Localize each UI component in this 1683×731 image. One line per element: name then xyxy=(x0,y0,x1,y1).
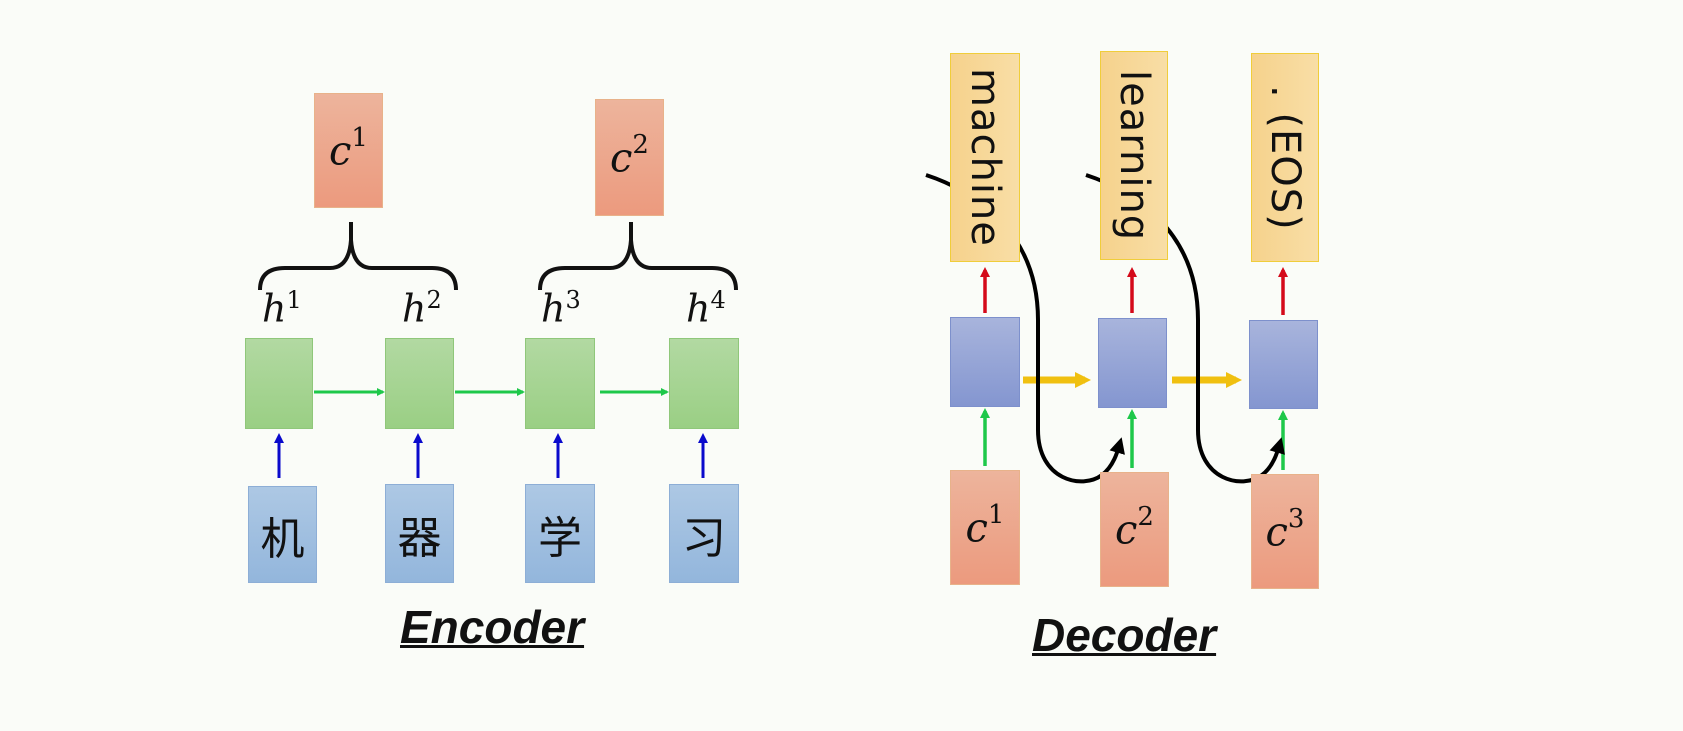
decoder-context-c2: c2 xyxy=(1100,472,1169,587)
encoder-hidden-3 xyxy=(525,338,595,429)
input-token: 习 xyxy=(682,512,726,564)
context-label: c1 xyxy=(965,499,1005,552)
encoder-caption: Encoder xyxy=(400,601,585,653)
decoder-context-c1: c1 xyxy=(950,470,1020,585)
context-label: c3 xyxy=(1265,503,1305,556)
decoder-state-1 xyxy=(950,317,1020,407)
hidden-label-h2: h2 xyxy=(402,286,442,331)
input-token: 学 xyxy=(538,512,582,564)
input-token: 机 xyxy=(260,513,305,565)
decoder-state-3 xyxy=(1249,320,1318,409)
output-token: . (EOS) xyxy=(1262,84,1308,231)
context-label: c2 xyxy=(1115,501,1154,554)
hidden-label-h4: h4 xyxy=(686,286,726,331)
encoder-hidden-4 xyxy=(669,338,739,429)
decoder-output-2: learning xyxy=(1100,51,1168,260)
context-label: c2 xyxy=(610,129,649,182)
decoder-context-c3: c3 xyxy=(1251,474,1319,589)
input-token: 器 xyxy=(397,512,442,564)
brace-c1 xyxy=(258,222,458,291)
decoder-caption: Decoder xyxy=(1032,609,1217,661)
hidden-label-h1: h1 xyxy=(262,286,302,331)
context-label: c1 xyxy=(329,122,368,175)
output-token: learning xyxy=(1111,69,1157,242)
encoder-input-3: 学 xyxy=(525,484,595,583)
encoder-context-c2: c2 xyxy=(595,99,664,216)
encoder-input-1: 机 xyxy=(248,486,317,583)
encoder-input-2: 器 xyxy=(385,484,454,583)
hidden-label-h3: h3 xyxy=(541,286,581,331)
decoder-output-1: machine xyxy=(950,53,1020,262)
encoder-hidden-2 xyxy=(385,338,454,429)
output-token: machine xyxy=(962,68,1008,247)
decoder-state-2 xyxy=(1098,318,1167,408)
decoder-output-3: . (EOS) xyxy=(1251,53,1319,262)
encoder-hidden-1 xyxy=(245,338,313,429)
encoder-input-4: 习 xyxy=(669,484,739,583)
brace-c2 xyxy=(538,222,738,291)
encoder-context-c1: c1 xyxy=(314,93,383,208)
